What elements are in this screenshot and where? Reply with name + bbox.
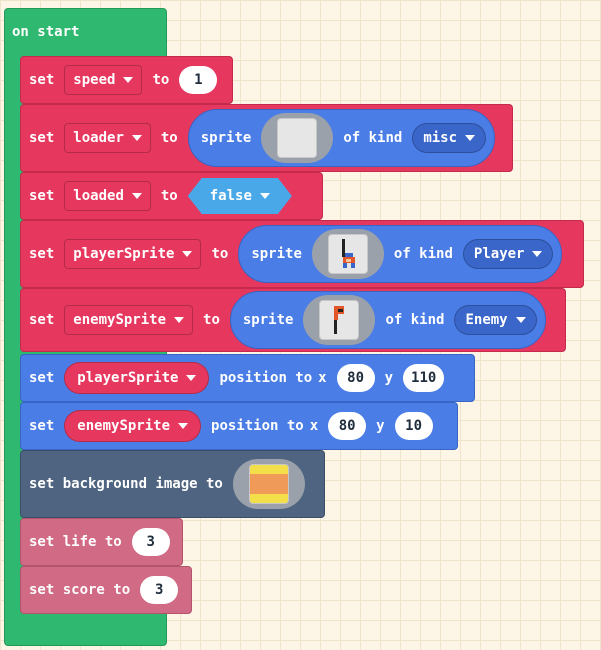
enemy-sprite-icon	[319, 300, 360, 340]
variable-dropdown-loaded[interactable]: loaded	[64, 181, 151, 211]
to-keyword: to	[160, 188, 178, 204]
caret-down-icon	[123, 77, 134, 83]
of-kind-keyword: of kind	[385, 312, 445, 328]
life-value-input[interactable]: 3	[131, 528, 170, 556]
kind-name: misc	[423, 130, 458, 146]
set-speed-block[interactable]: set speed to 1	[20, 56, 233, 104]
sprite-keyword: sprite	[200, 130, 252, 146]
set-keyword: set	[29, 72, 55, 88]
set-score-block[interactable]: set score to 3	[20, 566, 192, 614]
caret-down-icon	[131, 193, 142, 199]
variable-dropdown-speed[interactable]: speed	[64, 65, 143, 95]
x-value-input[interactable]: 80	[336, 364, 375, 392]
sprite-of-kind-reporter[interactable]: sprite of kind misc	[187, 109, 496, 167]
player-sprite-icon	[327, 234, 368, 274]
set-loader-block[interactable]: set loader to sprite of kind misc	[20, 104, 513, 172]
variable-name: enemySprite	[73, 312, 167, 328]
set-keyword: set	[29, 188, 55, 204]
x-value-input[interactable]: 80	[328, 412, 367, 440]
variable-dropdown-loader[interactable]: loader	[64, 123, 151, 153]
boolean-dropdown[interactable]: false	[188, 178, 292, 214]
variable-name: playerSprite	[77, 370, 179, 386]
sprite-variable-dropdown-playersprite[interactable]: playerSprite	[64, 362, 210, 394]
y-value-input[interactable]: 10	[394, 412, 433, 440]
score-value-input[interactable]: 3	[140, 576, 179, 604]
caret-down-icon	[174, 317, 185, 323]
caret-down-icon	[178, 423, 189, 429]
variable-dropdown-enemysprite[interactable]: enemySprite	[64, 305, 194, 335]
sprite-keyword: sprite	[251, 246, 302, 262]
to-keyword: to	[203, 312, 220, 328]
variable-name: playerSprite	[73, 246, 175, 262]
sprite-variable-dropdown-enemysprite[interactable]: enemySprite	[64, 410, 202, 442]
caret-down-icon	[465, 135, 476, 141]
set-background-image-block[interactable]: set background image to	[20, 450, 325, 518]
blank-image-icon	[277, 118, 318, 158]
boolean-value: false	[209, 188, 252, 204]
to-keyword: to	[160, 130, 178, 146]
variable-name: enemySprite	[77, 418, 171, 434]
kind-dropdown-misc[interactable]: misc	[412, 123, 487, 153]
set-playersprite-block[interactable]: set playerSprite to sprite of kind Playe…	[20, 220, 584, 288]
set-keyword: set	[29, 312, 55, 328]
variable-dropdown-playersprite[interactable]: playerSprite	[64, 239, 202, 269]
caret-down-icon	[186, 375, 197, 381]
y-label: y	[384, 370, 394, 386]
variable-name: speed	[73, 72, 116, 88]
set-background-label: set background image to	[29, 476, 223, 492]
sprite-of-kind-reporter[interactable]: sprite of kind Player	[238, 225, 563, 283]
y-value-input[interactable]: 110	[403, 364, 445, 392]
position-to-keyword: position to	[219, 370, 313, 386]
set-life-label: set life to	[29, 534, 122, 550]
position-to-keyword: position to	[211, 418, 304, 434]
caret-down-icon	[515, 317, 526, 323]
of-kind-keyword: of kind	[393, 246, 453, 262]
kind-name: Enemy	[465, 312, 508, 328]
set-enemysprite-position-block[interactable]: set enemySprite position to x 80 y 10	[20, 402, 458, 450]
kind-dropdown-enemy[interactable]: Enemy	[454, 305, 537, 335]
set-keyword: set	[29, 130, 55, 146]
x-label: x	[318, 370, 327, 386]
set-keyword: set	[29, 246, 55, 262]
caret-down-icon	[131, 135, 142, 141]
background-image-picker[interactable]	[232, 459, 305, 509]
set-loaded-block[interactable]: set loaded to false	[20, 172, 323, 220]
set-score-label: set score to	[29, 582, 131, 598]
caret-down-icon	[260, 193, 270, 199]
background-image-icon	[248, 464, 289, 504]
variable-name: loaded	[73, 188, 124, 204]
variable-name: loader	[73, 130, 124, 146]
to-keyword: to	[211, 246, 229, 262]
sprite-keyword: sprite	[242, 312, 294, 328]
kind-name: Player	[473, 246, 525, 262]
sprite-image-picker[interactable]	[311, 229, 384, 279]
set-life-block[interactable]: set life to 3	[20, 518, 183, 566]
speed-value-input[interactable]: 1	[179, 66, 218, 94]
y-label: y	[376, 418, 385, 434]
kind-dropdown-player[interactable]: Player	[462, 239, 554, 269]
set-enemysprite-block[interactable]: set enemySprite to sprite of kind Enemy	[20, 288, 566, 352]
caret-down-icon	[182, 251, 193, 257]
sprite-image-picker[interactable]	[303, 295, 376, 345]
set-playersprite-position-block[interactable]: set playerSprite position to x 80 y 110	[20, 354, 475, 402]
of-kind-keyword: of kind	[343, 130, 403, 146]
x-label: x	[309, 418, 319, 434]
on-start-label: on start	[12, 24, 80, 40]
sprite-of-kind-reporter[interactable]: sprite of kind Enemy	[229, 291, 546, 349]
caret-down-icon	[532, 251, 543, 257]
sprite-image-picker[interactable]	[261, 113, 334, 163]
to-keyword: to	[152, 72, 170, 88]
set-keyword: set	[29, 370, 55, 386]
set-keyword: set	[29, 418, 55, 434]
